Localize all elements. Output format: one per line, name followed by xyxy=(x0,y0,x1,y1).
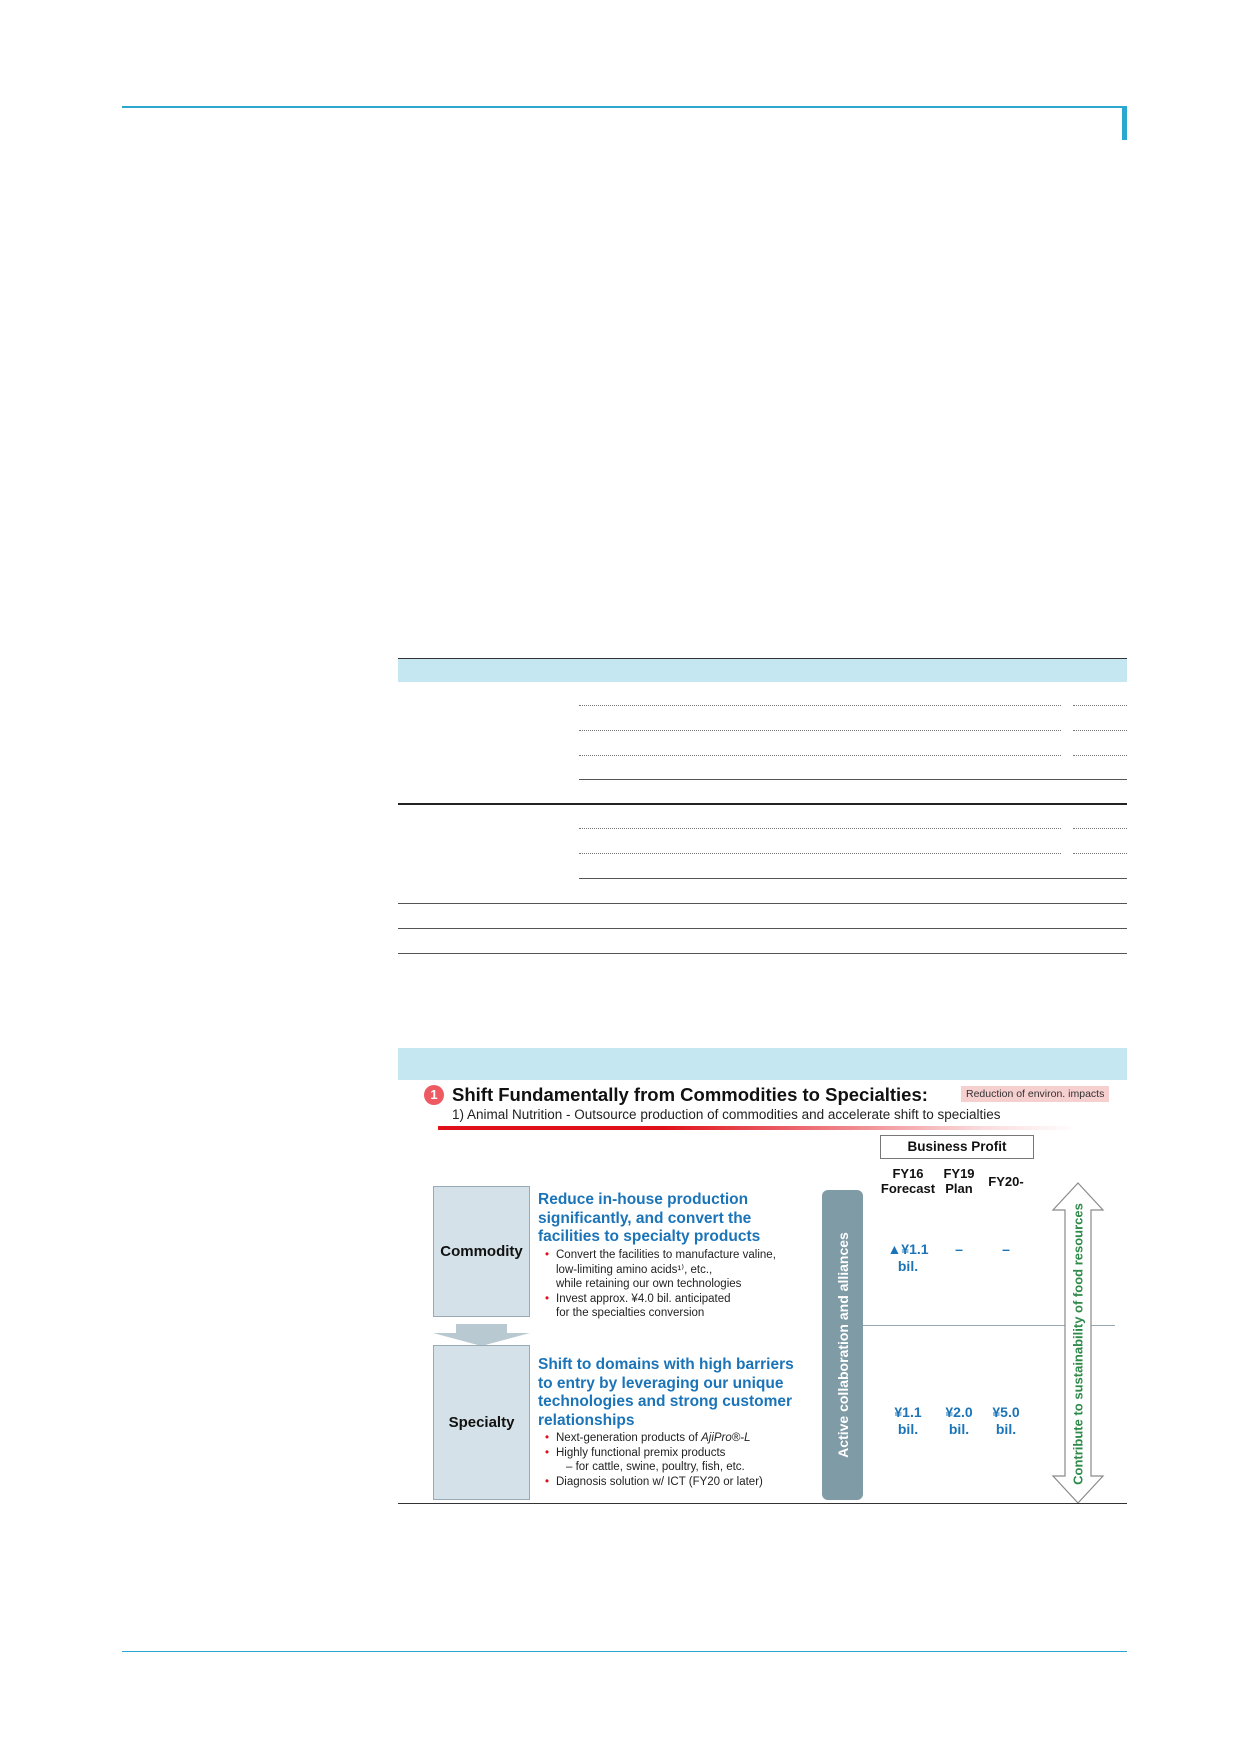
commodity-bullets: •Convert the facilities to manufacture v… xyxy=(538,1248,776,1321)
bullet-item: •Invest approx. ¥4.0 bil. anticipated xyxy=(545,1292,731,1305)
value-line: bil. xyxy=(897,1421,919,1437)
header-corner-tab xyxy=(1122,106,1127,140)
heading-line: relationships xyxy=(538,1411,635,1429)
heading-line: Reduce in-house production xyxy=(538,1191,749,1208)
table-row-divider xyxy=(579,828,1061,829)
table-row-divider xyxy=(579,730,1061,731)
column-header-line: FY19 xyxy=(943,1166,975,1181)
heading-line: Shift to domains with high barriers xyxy=(538,1356,794,1373)
header-rule xyxy=(122,106,1127,108)
footer-rule xyxy=(122,1651,1127,1652)
bullet-item: •Next-generation products of AjiPro®-L xyxy=(545,1432,751,1444)
specialty-bullets: •Next-generation products of AjiPro®-L •… xyxy=(538,1431,763,1489)
table-row-divider xyxy=(579,779,1127,780)
environment-tag: Reduction of environ. impacts xyxy=(961,1086,1110,1102)
strategy-figure: 1 Shift Fundamentally from Commodities t… xyxy=(398,1048,1127,1504)
value-line: ¥5.0 xyxy=(992,1404,1020,1420)
bullet-text: Next-generation products of xyxy=(556,1432,702,1444)
value-line: ¥1.1 xyxy=(894,1404,922,1420)
specialty-value-fy20: ¥5.0 bil. xyxy=(982,1404,1030,1438)
bullet-item: •Highly functional premix products xyxy=(545,1446,726,1459)
table-row-divider xyxy=(1073,730,1127,731)
figure-subtitle: 1) Animal Nutrition - Outsource producti… xyxy=(452,1107,1001,1122)
down-arrow-icon xyxy=(433,1324,530,1346)
column-header-fy16: FY16 Forecast xyxy=(875,1166,941,1196)
specialty-heading: Shift to domains with high barriers to e… xyxy=(538,1356,794,1430)
step-number-badge: 1 xyxy=(424,1085,444,1105)
heading-line: technologies and strong customer xyxy=(538,1393,793,1410)
bullet-item: •Convert the facilities to manufacture v… xyxy=(545,1249,776,1261)
business-profit-label: Business Profit xyxy=(880,1135,1034,1159)
value-line: bil. xyxy=(995,1421,1017,1437)
table-row-divider xyxy=(579,853,1061,854)
column-header-line: FY16 xyxy=(892,1166,924,1181)
table-header-row xyxy=(398,658,1127,682)
heading-line: significantly, and convert the xyxy=(538,1209,752,1227)
column-header-fy19: FY19 Plan xyxy=(938,1166,980,1196)
bullet-text: Highly functional premix products xyxy=(556,1446,726,1459)
value-line: bil. xyxy=(948,1421,970,1437)
specialty-value-fy16: ¥1.1 bil. xyxy=(875,1404,941,1438)
commodity-value-fy19: – xyxy=(938,1241,980,1258)
product-name: AjiPro®-L xyxy=(701,1432,751,1444)
bullet-text: Convert the facilities to manufacture va… xyxy=(556,1249,776,1261)
column-header-line: Forecast xyxy=(880,1181,936,1196)
table-row-divider xyxy=(1073,755,1127,756)
title-underline-bar xyxy=(438,1126,1078,1130)
bullet-item: •Diagnosis solution w/ ICT (FY20 or late… xyxy=(545,1475,763,1488)
commodity-value-fy20: – xyxy=(982,1241,1030,1258)
table-row-divider xyxy=(1073,828,1127,829)
commodity-box: Commodity xyxy=(433,1186,530,1317)
column-header-fy20: FY20- xyxy=(982,1174,1030,1189)
table-row-divider xyxy=(579,878,1127,879)
figure-title: Shift Fundamentally from Commodities to … xyxy=(452,1084,928,1105)
figure-header-band xyxy=(398,1048,1127,1080)
bullet-subitem: – for cattle, swine, poultry, fish, etc. xyxy=(566,1461,745,1473)
value-line: ▲¥1.1 xyxy=(887,1241,929,1257)
value-line: – xyxy=(1002,1241,1010,1257)
table-bottom-rule xyxy=(398,953,1127,954)
heading-line: to entry by leveraging our unique xyxy=(538,1374,784,1392)
table-row-divider xyxy=(398,903,1127,904)
bullet-text: Invest approx. ¥4.0 bil. anticipated xyxy=(556,1292,731,1305)
data-table xyxy=(398,658,1127,956)
table-row-divider xyxy=(579,755,1061,756)
column-header-line: Plan xyxy=(945,1181,973,1196)
commodity-heading: Reduce in-house production significantly… xyxy=(538,1191,760,1247)
sustainability-label: Contribute to sustainability of food res… xyxy=(1070,1203,1086,1485)
bullet-continuation: while retaining our own technologies xyxy=(556,1278,742,1290)
active-collaboration-label: Active collaboration and alliances xyxy=(835,1232,851,1458)
table-row-divider xyxy=(1073,705,1127,706)
bullet-text: Diagnosis solution w/ ICT (FY20 or later… xyxy=(556,1475,763,1488)
row-divider xyxy=(863,1325,1115,1326)
specialty-value-fy19: ¥2.0 bil. xyxy=(938,1404,980,1438)
value-line: – xyxy=(955,1241,963,1257)
heading-line: facilities to specialty products xyxy=(538,1228,761,1245)
commodity-value-fy16: ▲¥1.1 bil. xyxy=(875,1241,941,1275)
bullet-continuation: low-limiting amino acids¹⁾, etc., xyxy=(556,1263,713,1276)
table-row-divider xyxy=(398,928,1127,929)
value-line: ¥2.0 xyxy=(945,1404,973,1420)
table-row-divider xyxy=(579,705,1061,706)
active-collaboration-bar xyxy=(822,1190,863,1500)
table-section-divider xyxy=(398,803,1127,805)
value-line: bil. xyxy=(897,1258,919,1274)
specialty-box: Specialty xyxy=(433,1345,530,1500)
column-header-line: FY20- xyxy=(988,1174,1024,1189)
figure-bottom-rule xyxy=(398,1503,1127,1504)
table-row-divider xyxy=(1073,853,1127,854)
bullet-continuation: for the specialties conversion xyxy=(556,1307,705,1319)
